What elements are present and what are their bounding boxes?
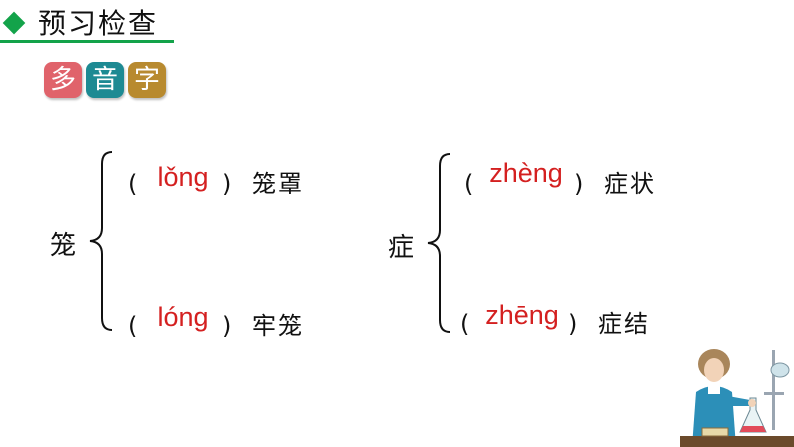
group-char: 笼 xyxy=(50,231,77,261)
title-underline xyxy=(0,40,174,43)
pinyin-answer: zhèng xyxy=(489,158,563,188)
left-brace-icon xyxy=(427,153,451,333)
paren-close: ) xyxy=(574,170,584,198)
badge-duo: 多 xyxy=(44,62,82,98)
badge-zi: 字 xyxy=(128,62,166,98)
pinyin-answer: zhēng xyxy=(485,300,559,330)
paren-close: ) xyxy=(222,312,232,340)
paren-open: ( xyxy=(128,170,138,198)
paren-close: ) xyxy=(222,170,232,198)
paren-open: ( xyxy=(464,170,474,198)
example-word: 牢笼 xyxy=(252,312,304,340)
pinyin-answer: lǒng xyxy=(157,162,209,192)
example-word: 症状 xyxy=(604,170,656,198)
diamond-icon xyxy=(2,11,26,35)
scientist-illustration xyxy=(680,340,794,447)
paren-close: ) xyxy=(568,310,578,338)
example-word: 笼罩 xyxy=(252,170,304,198)
group-char: 症 xyxy=(388,233,415,263)
badge-yin: 音 xyxy=(86,62,124,98)
pinyin-answer: lóng xyxy=(157,302,209,332)
left-brace-icon xyxy=(89,151,113,331)
paren-open: ( xyxy=(128,312,138,340)
paren-open: ( xyxy=(460,310,470,338)
example-word: 症结 xyxy=(598,310,650,338)
page-title: 预习检查 xyxy=(38,7,159,40)
